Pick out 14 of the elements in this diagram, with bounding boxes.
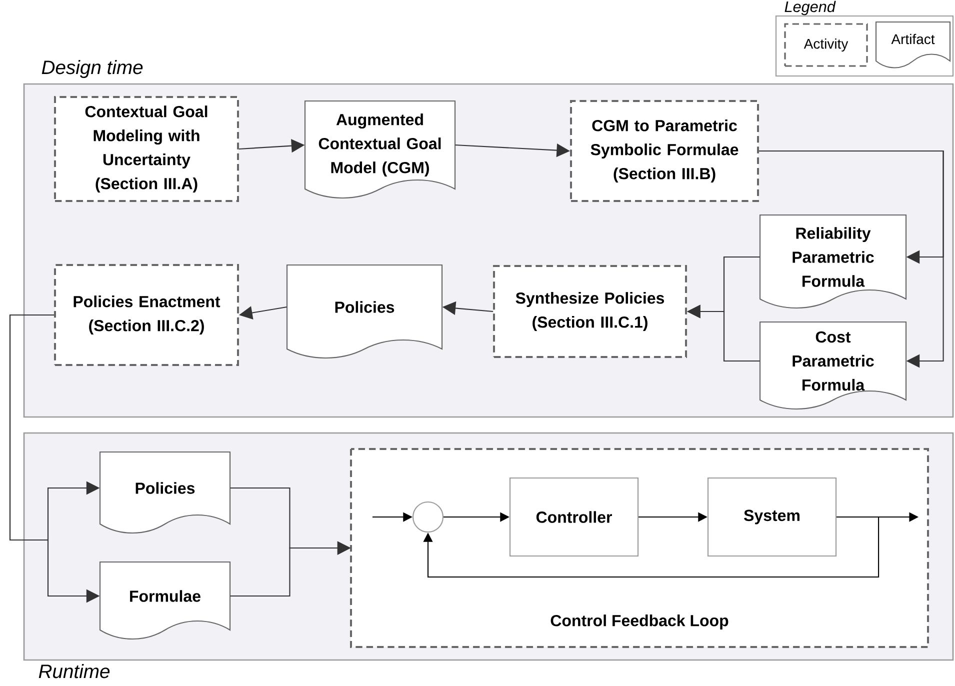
arrow	[423, 516, 880, 578]
activity-box: Contextual Goal Modeling with Uncertainty (Section III.A)	[54, 96, 239, 202]
node-label: Design time	[42, 60, 143, 78]
summing-junction	[412, 501, 444, 533]
legend-entry: Activity	[784, 23, 868, 67]
arrow	[759, 150, 944, 368]
activity-box: Policies Enactment (Section III.C.2)	[54, 264, 239, 366]
activity-box: Synthesize Policies (Section III.C.1)	[493, 265, 688, 358]
legend-title: Legend	[784, 0, 836, 16]
activity-box: CGM to Parametric Symbolic Formulae (Section III.B)	[570, 100, 759, 202]
block-box: Controller	[509, 477, 639, 557]
legend-entry: Artifact	[875, 21, 951, 68]
node-label: Runtime	[38, 664, 110, 678]
block-box: System	[707, 477, 837, 557]
